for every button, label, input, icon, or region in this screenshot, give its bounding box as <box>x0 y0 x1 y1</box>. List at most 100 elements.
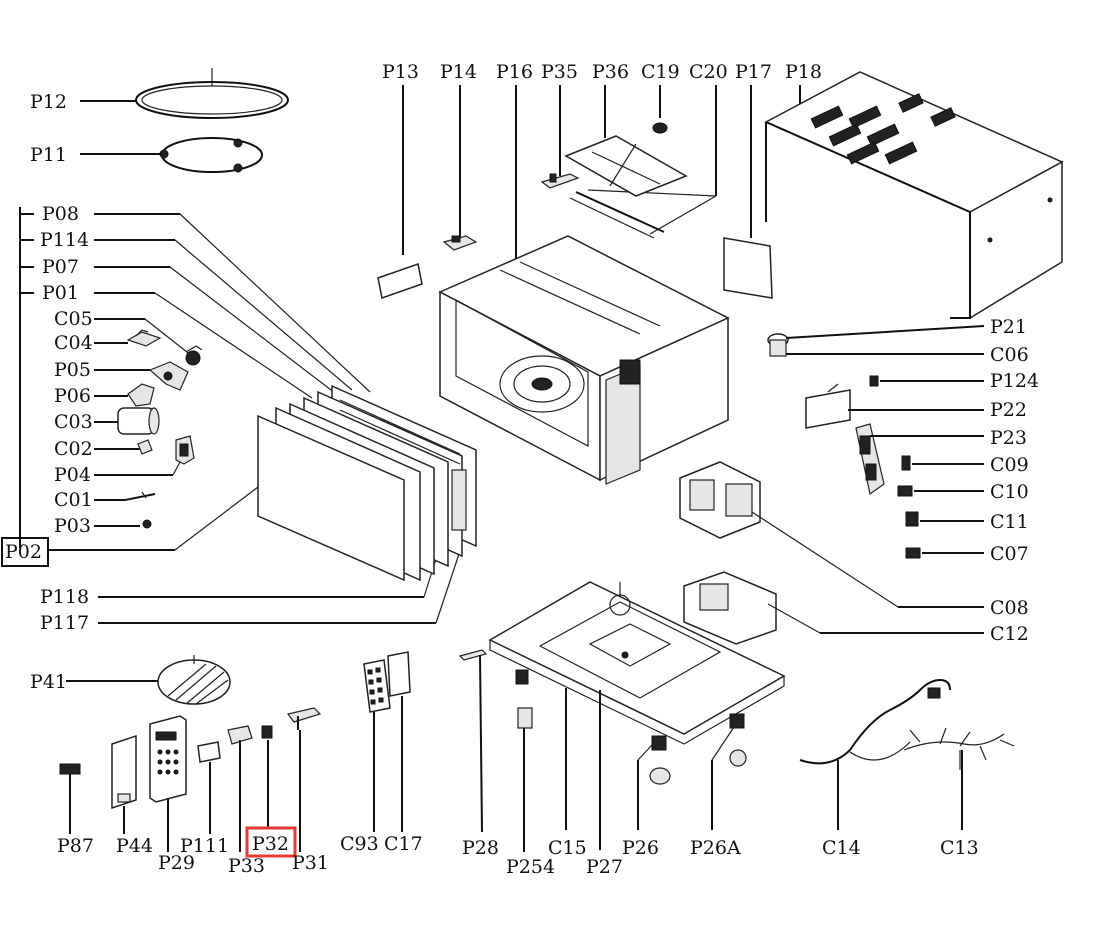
label-c11: C11 <box>990 511 1029 533</box>
p87-knob <box>59 763 81 775</box>
p35-bracket <box>540 173 580 189</box>
p26-foot <box>649 735 671 785</box>
label-p26: P26 <box>622 837 659 859</box>
label-p22: P22 <box>990 399 1027 421</box>
label-c14: C14 <box>822 837 861 859</box>
label-c10: C10 <box>990 481 1029 503</box>
c08-magnetron <box>679 461 761 539</box>
p04-bracket-part <box>175 435 195 465</box>
label-p114: P114 <box>40 229 89 251</box>
door-assembly <box>257 384 477 582</box>
cabinet-vents <box>810 93 956 165</box>
label-c02: C02 <box>54 438 93 460</box>
label-c01: C01 <box>54 489 93 511</box>
c10-switch <box>897 485 913 497</box>
label-c13: C13 <box>940 837 979 859</box>
p41-grill-rack <box>157 655 231 705</box>
label-p111: P111 <box>180 835 229 857</box>
label-p14: P14 <box>440 61 477 83</box>
p32-spring <box>261 725 273 739</box>
c02-clip-part <box>137 439 153 455</box>
label-p01: P01 <box>42 282 79 304</box>
p21-fan-part <box>767 333 789 357</box>
p05-hook-part <box>148 361 189 391</box>
label-p11: P11 <box>30 144 67 166</box>
c17-board <box>387 651 411 697</box>
label-c03: C03 <box>54 411 93 433</box>
p02-box <box>1 537 49 567</box>
label-p07: P07 <box>42 256 79 278</box>
p44-panel <box>111 734 137 810</box>
label-p31: P31 <box>292 852 329 874</box>
c05-latch-part <box>185 345 203 366</box>
label-c07: C07 <box>990 543 1029 565</box>
c01-spring-part <box>124 491 156 501</box>
label-c09: C09 <box>990 454 1029 476</box>
label-p23: P23 <box>990 427 1027 449</box>
label-p117: P117 <box>40 612 89 634</box>
label-p04: P04 <box>54 464 91 486</box>
p29-control-panel <box>149 715 187 803</box>
p33-bracket <box>227 725 253 745</box>
label-c08: C08 <box>990 597 1029 619</box>
label-p27: P27 <box>586 856 623 878</box>
c07-fuse <box>905 547 921 559</box>
p22-bracket <box>805 383 851 429</box>
c04-switch-part <box>126 329 162 347</box>
c09-switch <box>901 455 911 471</box>
label-p06: P06 <box>54 385 91 407</box>
label-c12: C12 <box>990 623 1029 645</box>
p36-cover-plate <box>564 135 688 197</box>
label-p124: P124 <box>990 370 1039 392</box>
label-p254: P254 <box>506 856 555 878</box>
label-p21: P21 <box>990 316 1027 338</box>
label-p18: P18 <box>785 61 822 83</box>
label-p41: P41 <box>30 671 67 693</box>
c12-transformer <box>683 571 777 645</box>
label-p16: P16 <box>496 61 533 83</box>
p17-label-sheet <box>723 237 773 299</box>
base-plate <box>488 581 786 745</box>
label-c19: C19 <box>641 61 680 83</box>
label-p03: P03 <box>54 515 91 537</box>
label-p26a: P26A <box>690 837 741 859</box>
label-c06: C06 <box>990 344 1029 366</box>
turntable-glass-plate <box>135 68 289 119</box>
label-c05: C05 <box>54 308 93 330</box>
label-p44: P44 <box>116 835 153 857</box>
c03-capacitor-part <box>117 407 160 435</box>
p124-clip <box>869 375 879 387</box>
oven-cavity <box>438 235 730 485</box>
label-p36: P36 <box>592 61 629 83</box>
label-c93: C93 <box>340 833 379 855</box>
p111-label <box>197 741 221 763</box>
label-p118: P118 <box>40 586 89 608</box>
label-c20: C20 <box>689 61 728 83</box>
c14-power-cord <box>799 678 951 765</box>
p28-hinge <box>458 649 488 661</box>
label-p12: P12 <box>30 91 67 113</box>
c13-wire-harness <box>903 727 1015 770</box>
c19-clip <box>652 122 668 134</box>
p03-screw-part <box>142 519 152 529</box>
p14-bracket <box>442 235 478 251</box>
label-c04: C04 <box>54 332 93 354</box>
roller-ring <box>159 137 263 173</box>
label-p32: P32 <box>252 833 289 855</box>
label-p35: P35 <box>541 61 578 83</box>
label-p02: P02 <box>5 541 42 563</box>
label-p87: P87 <box>57 835 94 857</box>
p06-lever-part <box>127 383 155 407</box>
label-p33: P33 <box>228 855 265 877</box>
label-p13: P13 <box>382 61 419 83</box>
c11-switch <box>905 511 919 527</box>
c20-heating-rod <box>569 191 665 239</box>
outer-cabinet <box>764 71 1064 320</box>
p31-latch-hook <box>286 707 322 730</box>
label-p28: P28 <box>462 837 499 859</box>
c93-keypad <box>363 659 391 713</box>
label-c15: C15 <box>548 837 587 859</box>
label-p29: P29 <box>158 852 195 874</box>
